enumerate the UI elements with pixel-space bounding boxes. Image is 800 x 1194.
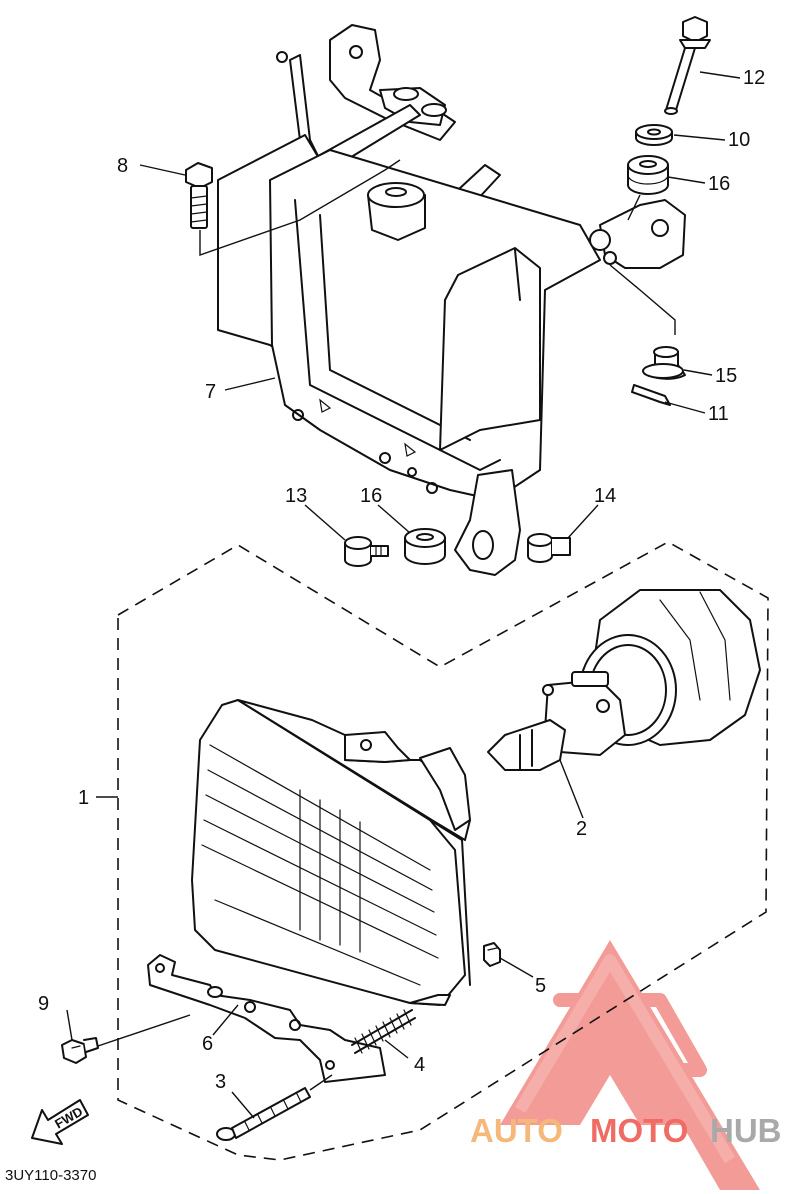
clip-11 [631,384,671,406]
callout-11: 11 [708,403,729,425]
adjusting-spring [351,1009,416,1054]
callout-8: 8 [117,155,128,177]
automotohub-logo-icon [500,940,760,1190]
bolt-12 [664,16,711,115]
callout-9: 9 [38,993,49,1015]
grommet-16-top [627,155,669,195]
diagram-code: 3UY110-3370 [5,1167,96,1184]
headlight-unit [191,699,471,1006]
collar-15 [642,346,686,380]
callout-5: 5 [535,975,546,997]
callout-15: 15 [715,365,737,387]
bolt-8 [185,162,213,229]
callout-3: 3 [215,1071,226,1093]
watermark-auto: AUTO [470,1112,563,1149]
callout-10: 10 [728,129,750,151]
screw-3 [216,1087,311,1141]
washer-10 [635,124,673,146]
callout-6: 6 [202,1033,213,1055]
callout-16-bottom: 16 [360,485,382,507]
watermark-hub: HUB [710,1112,782,1149]
callout-leaders [66,71,741,1119]
callout-13: 13 [285,485,307,507]
headlight-assembly-boundary [117,541,769,1161]
headlight-stay [147,954,386,1083]
callout-2: 2 [576,818,587,840]
automotohub-watermark: AUTO MOTO HUB [470,1112,782,1149]
nut-5 [483,942,501,967]
collar-14 [527,533,571,563]
leader-12-to-bracket [609,264,676,335]
callout-7: 7 [205,381,216,403]
callout-1: 1 [78,787,89,809]
leader-9-to-stay [97,1014,191,1047]
headlight-bulb [487,671,626,771]
headlight-bracket [217,24,686,576]
watermark-moto: MOTO [590,1112,688,1149]
callout-4: 4 [414,1054,425,1076]
grommet-16-bottom [404,528,446,565]
leader-8-to-bracket [199,159,401,256]
bolt-9 [61,1037,99,1064]
callout-12: 12 [743,67,765,89]
leader-3-to-stay [309,1074,333,1091]
callout-14: 14 [594,485,616,507]
screw-13 [344,536,389,567]
leader-16-to-bracket [627,194,641,221]
callout-16-top: 16 [708,173,730,195]
fwd-arrow-icon: FWD [31,1099,89,1145]
